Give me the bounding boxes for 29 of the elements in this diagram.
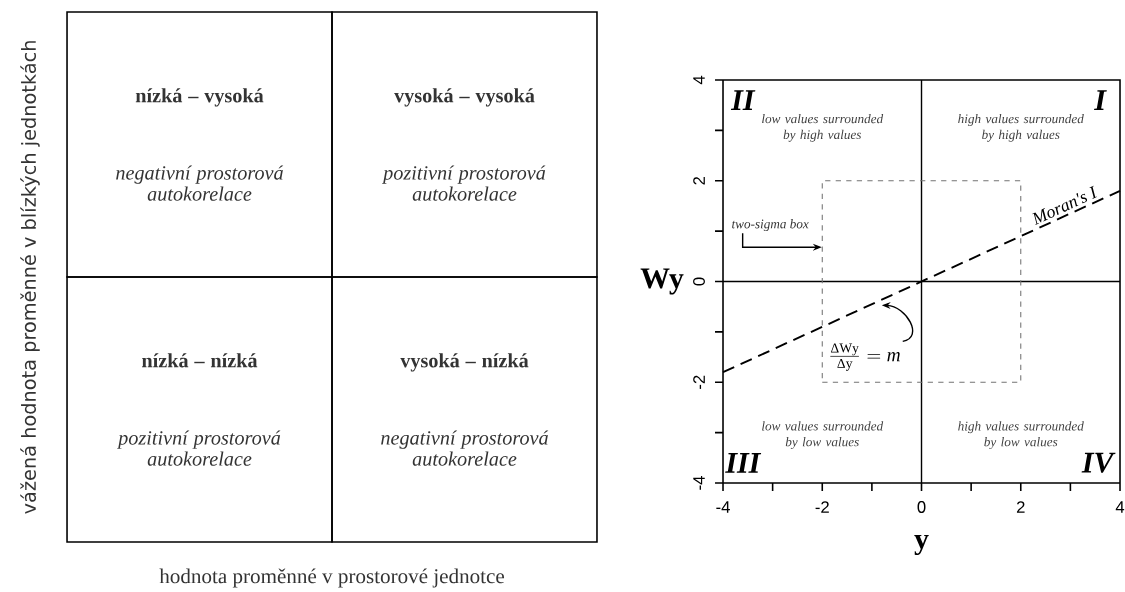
quadrant-box: vysoká – vysoká pozitivní prostorová autokorelace [331,11,598,278]
quadrant-number: I [1094,90,1107,110]
tick-label: 0 [917,501,926,513]
tick-label: 4 [693,75,705,85]
quadrant-description: low values surrounded by high values [762,113,884,142]
quadrant-number: IV [1081,452,1116,473]
tick-label: -2 [693,375,705,389]
tick-label: 2 [693,176,705,185]
two-sigma-box [821,180,1022,383]
quadrant-description: high values surrounded by high values [958,113,1084,142]
axis-label: y [914,534,929,556]
quadrant-box: nízká – vysoká negativní prostorová autokorelace [66,11,333,278]
slope-formula: $\frac{\Delta\mathrm{Wy}}{\Delta\mathrm{y}}=m$ [830,343,900,371]
tick-label: 4 [1115,501,1125,513]
quadrant-box: vysoká – nízká negativní prostorová autokorelace [331,276,598,543]
tick-label: -2 [815,501,829,513]
quadrant-number: III [725,453,762,473]
axis-title: vážená hodnota proměnné v blízkých jednotkách [20,41,40,514]
quadrant-description: low values surrounded by low values [762,421,884,450]
tick-label: 0 [693,277,705,286]
quadrant-box: nízká – nízká pozitivní prostorová autokorelace [66,276,333,543]
tick-label: 2 [1016,501,1025,513]
quadrant-description: high values surrounded by low values [958,421,1084,450]
axis-label: Wy [640,268,684,295]
axis-title: hodnota proměnné v prostorové jednotce [159,568,504,588]
tick-label: -4 [716,501,730,513]
box-label: two-sigma box [732,219,809,232]
quadrant-number: II [730,90,756,110]
tick-label: -4 [693,476,705,490]
